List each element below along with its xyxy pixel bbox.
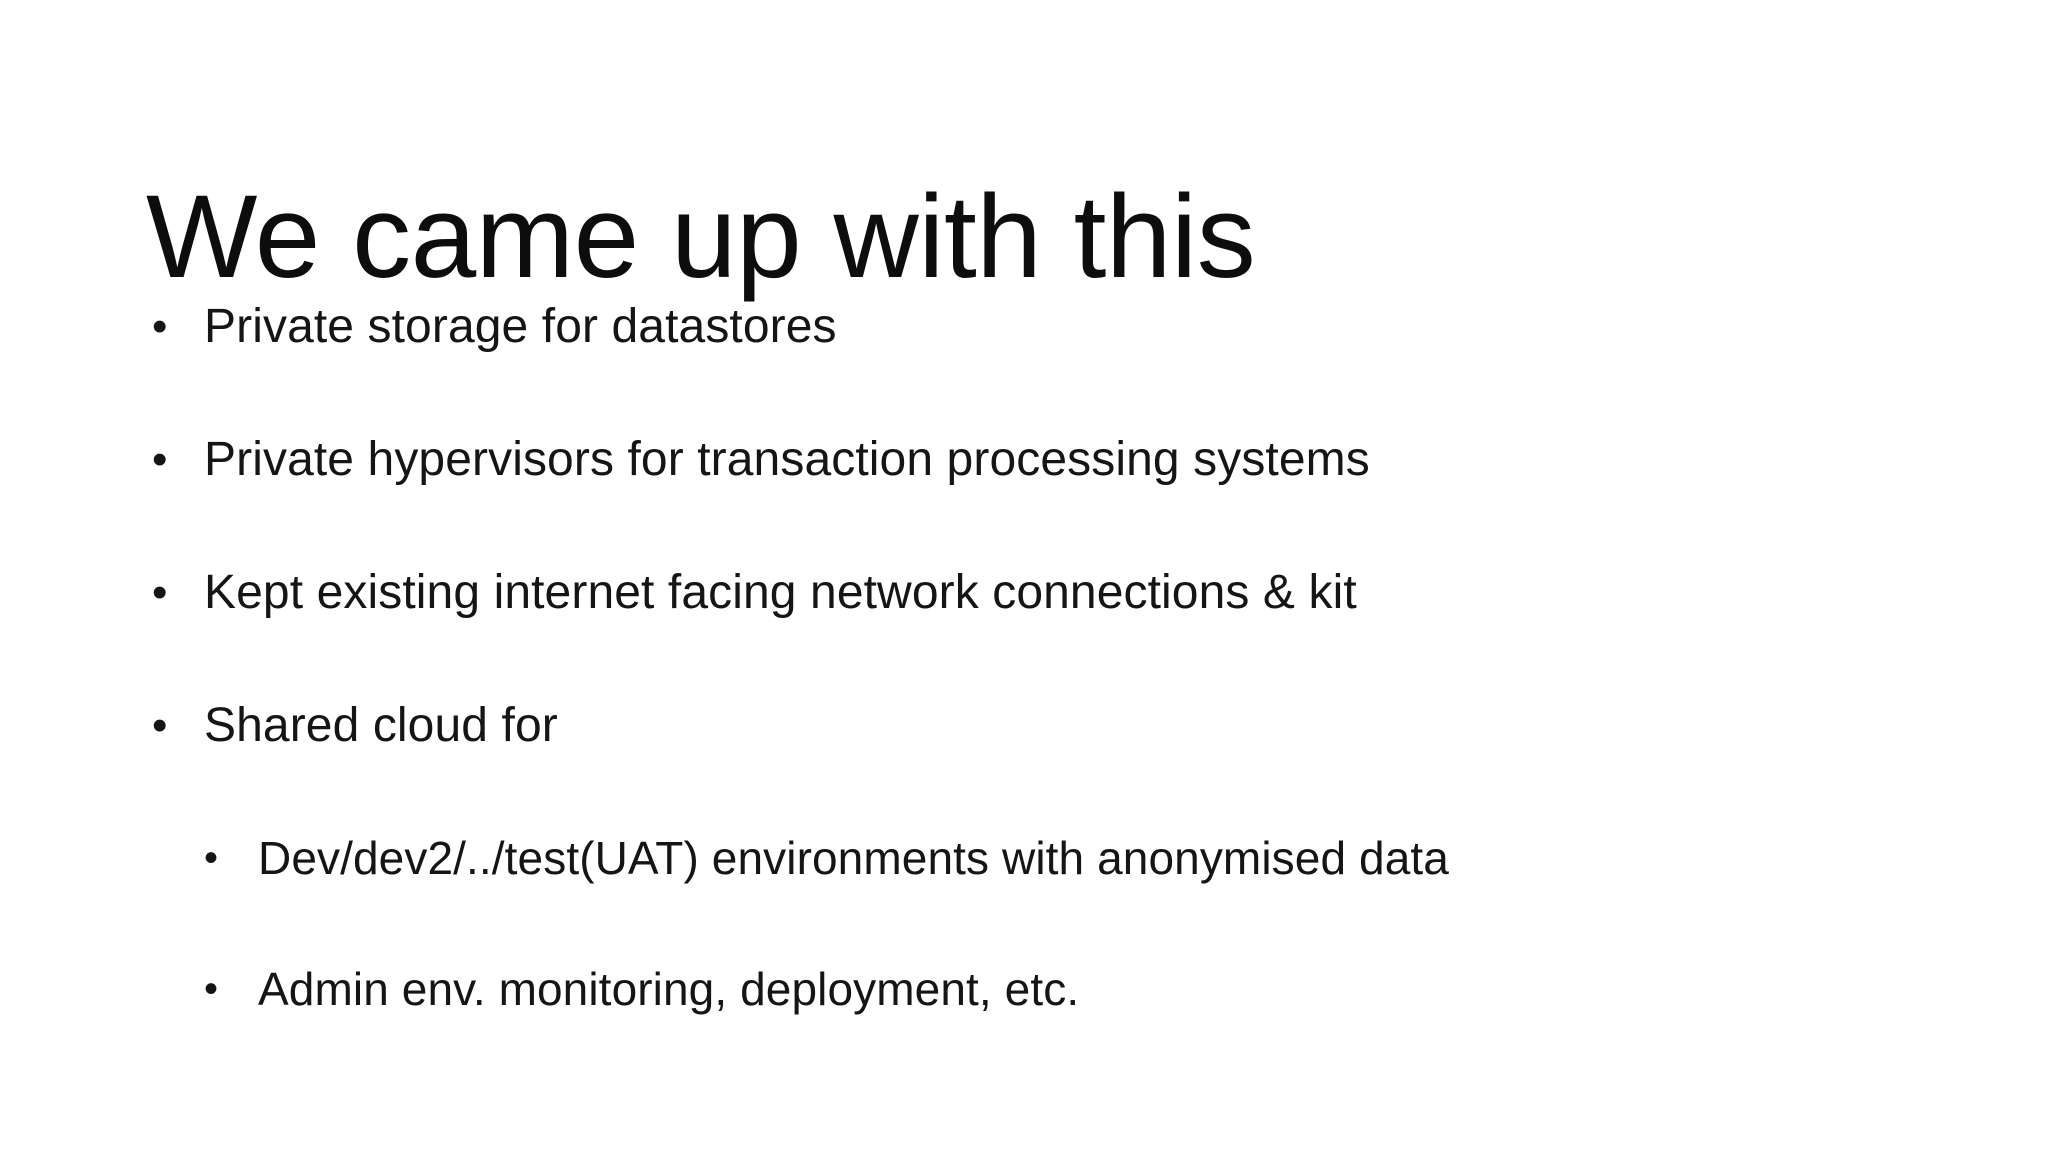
sub-bullet-item-2: • Admin env. monitoring, deployment, etc… — [0, 959, 2048, 1090]
sub-bullet-item-1: • Dev/dev2/../test(UAT) environments wit… — [0, 828, 2048, 959]
bullet-item-2: • Private hypervisors for transaction pr… — [0, 429, 2048, 562]
bullet-item-2-text: Private hypervisors for transaction proc… — [204, 433, 1370, 486]
bullet-item-3: • Kept existing internet facing network … — [0, 562, 2048, 695]
slide-body-bullet-list: • Private storage for datastores • Priva… — [0, 296, 2048, 1090]
bullet-point-icon: • — [204, 967, 219, 1011]
bullet-item-4-text: Shared cloud for — [204, 699, 558, 752]
bullet-point-icon: • — [204, 836, 219, 880]
slide-title: We came up with this — [146, 171, 1256, 304]
bullet-item-1: • Private storage for datastores — [0, 296, 2048, 429]
bullet-point-icon: • — [152, 302, 168, 351]
bullet-item-4: • Shared cloud for — [0, 695, 2048, 828]
bullet-item-1-text: Private storage for datastores — [204, 300, 837, 353]
sub-bullet-item-1-text: Dev/dev2/../test(UAT) environments with … — [258, 832, 1449, 884]
bullet-point-icon: • — [152, 435, 168, 484]
bullet-point-icon: • — [152, 568, 168, 617]
bullet-item-3-text: Kept existing internet facing network co… — [204, 566, 1357, 619]
bullet-point-icon: • — [152, 701, 168, 750]
sub-bullet-item-2-text: Admin env. monitoring, deployment, etc. — [258, 963, 1080, 1015]
